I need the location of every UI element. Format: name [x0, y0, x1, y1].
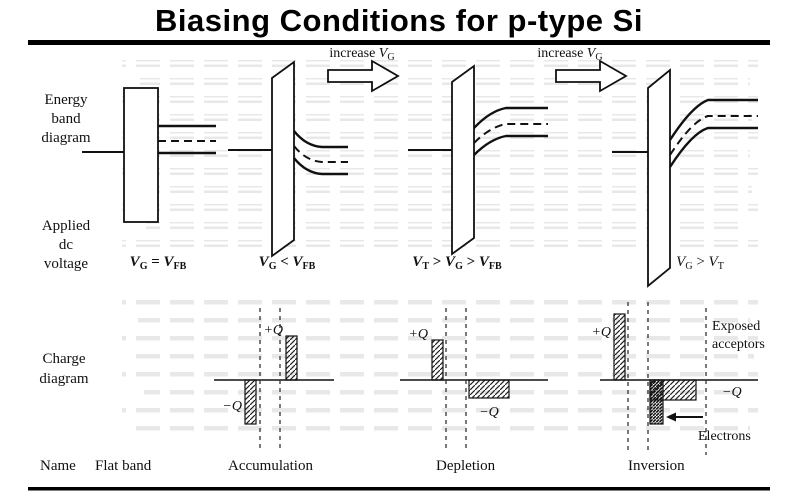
- label-applied-dc-voltage: voltage: [44, 256, 88, 272]
- band-diagram-inversion: [612, 68, 758, 288]
- conduction-band-line: [293, 130, 348, 149]
- label-name: Name: [40, 458, 76, 474]
- gate-plate: [271, 60, 295, 258]
- name-depletion: Depletion: [436, 458, 496, 474]
- oxide-gate-rect: [123, 87, 159, 223]
- voltage-label-accumulation: VG < VFB: [259, 254, 316, 272]
- label-energy-band-diagram: band: [51, 111, 81, 127]
- increase-vg-label: increase VG: [329, 46, 394, 63]
- intrinsic-level-line: [669, 115, 758, 156]
- intrinsic-level-line: [473, 123, 548, 144]
- title-underline: [28, 40, 770, 45]
- minus-q-label: −Q: [722, 385, 742, 400]
- minus-q-label: −Q: [222, 399, 242, 414]
- exposed-acceptors-label: acceptors: [712, 337, 765, 352]
- name-inversion: Inversion: [628, 458, 685, 474]
- label-energy-band-diagram: diagram: [41, 130, 90, 146]
- row-labels: Energy band diagram Applied dc voltage C…: [39, 92, 90, 474]
- name-row: Flat band Accumulation Depletion Inversi…: [95, 458, 685, 474]
- increase-vg-label: increase VG: [537, 46, 602, 63]
- band-diagram-depletion: [408, 64, 548, 256]
- voltage-label-flatband: VG = VFB: [130, 254, 187, 272]
- electrons-label: Electrons: [698, 429, 751, 444]
- depletion-charge-box: [468, 379, 510, 399]
- valence-band-line: [293, 157, 348, 176]
- page-title: Biasing Conditions for p-type Si: [155, 3, 643, 38]
- intrinsic-level-line: [293, 145, 348, 163]
- valence-band-line: [473, 134, 548, 156]
- name-flatband: Flat band: [95, 458, 152, 474]
- plus-q-bar: [613, 313, 626, 381]
- conduction-band-line: [473, 106, 548, 129]
- label-applied-dc-voltage: dc: [59, 237, 74, 253]
- bottom-rule: [28, 487, 770, 491]
- minus-q-bar: [244, 379, 257, 425]
- exposed-acceptors-label: Exposed: [712, 319, 760, 334]
- charge-diagram-accumulation: +Q −Q: [214, 308, 334, 448]
- valence-band-line: [668, 126, 758, 168]
- minus-q-label: −Q: [479, 405, 499, 420]
- plus-q-label: +Q: [591, 325, 611, 340]
- band-diagram-accumulation: [228, 60, 348, 258]
- charge-diagram-inversion: +Q Exposed acceptors −Q Electrons: [591, 302, 765, 455]
- applied-voltage-labels: VG = VFB VG < VFB VT > VG > VFB VG > VT: [130, 254, 724, 272]
- electrons-arrowhead-icon: [666, 412, 676, 422]
- conduction-band-line: [668, 98, 758, 141]
- plus-q-bar: [431, 339, 444, 381]
- plus-q-label: +Q: [408, 327, 428, 342]
- gate-plate: [451, 64, 475, 256]
- label-charge-diagram: diagram: [39, 371, 88, 387]
- plus-q-bar: [285, 335, 298, 381]
- increase-arrow-icon: [327, 59, 400, 93]
- plus-q-label: +Q: [263, 323, 283, 338]
- name-accumulation: Accumulation: [228, 458, 313, 474]
- gate-plate: [647, 68, 671, 288]
- voltage-label-inversion: VG > VT: [676, 254, 724, 272]
- band-diagram-flatband: [82, 87, 216, 223]
- electrons-bar: [649, 379, 664, 425]
- label-applied-dc-voltage: Applied: [42, 218, 91, 234]
- label-energy-band-diagram: Energy: [44, 92, 88, 108]
- label-charge-diagram: Charge: [42, 351, 85, 367]
- voltage-label-depletion: VT > VG > VFB: [412, 254, 502, 272]
- increase-arrow-icon: [555, 59, 628, 93]
- charge-diagram-depletion: +Q −Q: [400, 308, 548, 448]
- increase-vg-annotations: increase VG increase VG: [327, 46, 628, 93]
